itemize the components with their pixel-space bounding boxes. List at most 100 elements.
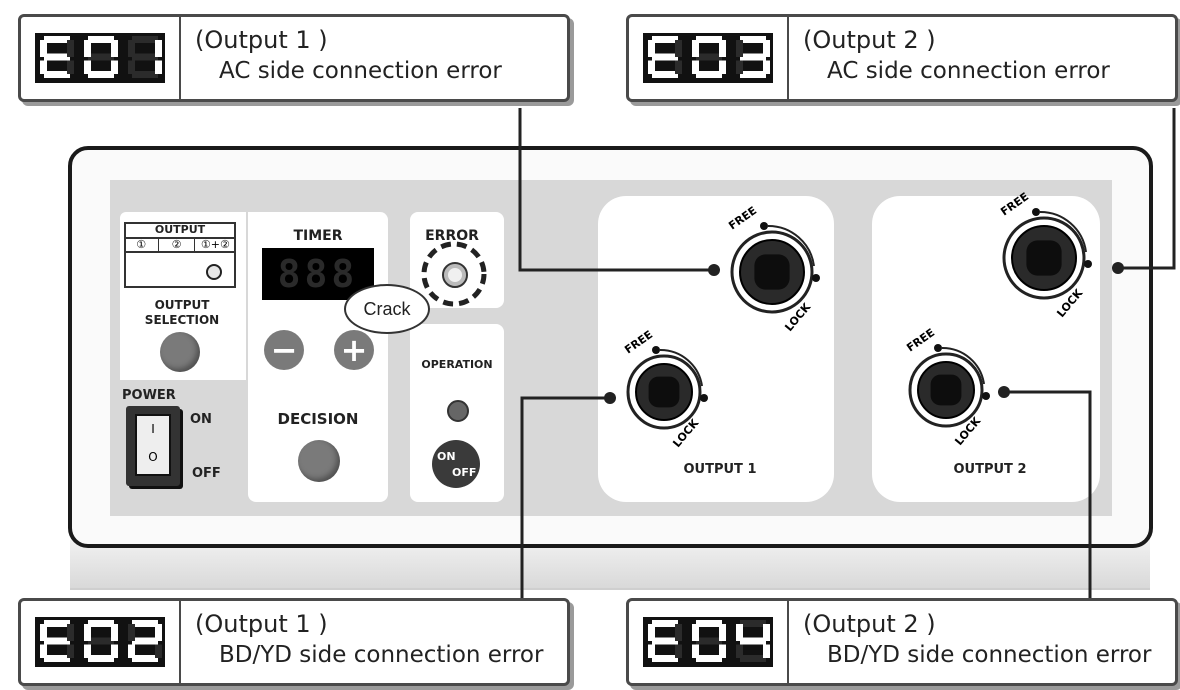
segment-d [44, 71, 70, 78]
rotate-arrow-icon [1039, 210, 1087, 253]
rotate-arrow-icon [767, 224, 815, 267]
segment-c [675, 60, 682, 74]
segment-f [40, 40, 47, 57]
error-code-e03 [629, 17, 789, 99]
error-label: ERROR [425, 228, 479, 244]
segment-g [88, 637, 114, 645]
power-switch-o: O [148, 450, 158, 464]
segment-f [736, 624, 743, 641]
segment-b [719, 624, 726, 641]
onoff-button[interactable]: ON OFF [432, 440, 480, 488]
segment-d [132, 655, 158, 662]
segment-f [648, 40, 655, 57]
crack-ring [421, 241, 487, 307]
output-opt-2: ② [159, 239, 195, 251]
segment-e [84, 644, 91, 658]
segment-c [719, 60, 726, 74]
decision-button[interactable] [298, 440, 340, 482]
segment-c [719, 644, 726, 658]
rotate-arrow-icon [659, 348, 703, 387]
free-label: FREE [726, 204, 759, 232]
segment-e [128, 644, 135, 658]
segment-e [692, 644, 699, 658]
error-code-e01 [21, 17, 181, 99]
free-dot [760, 222, 768, 230]
segment-c [111, 60, 118, 74]
callout-e01: (Output 1 ) AC side connection error [18, 14, 570, 102]
callout-e04: (Output 2 ) BD/YD side connection error [626, 598, 1178, 686]
minus-button[interactable]: − [264, 330, 304, 370]
segment-a [696, 620, 722, 627]
segment-b [763, 40, 770, 57]
timer-display-digits: 888 [277, 252, 359, 296]
power-switch[interactable]: I O [126, 406, 180, 486]
segment-b [763, 624, 770, 641]
segment-d [740, 655, 766, 662]
segment-d [740, 71, 766, 78]
segment-c [763, 644, 770, 658]
segment-g [696, 53, 722, 61]
connector-socket [1026, 240, 1062, 276]
segment-g [44, 637, 70, 645]
segment-g [740, 53, 766, 61]
segment-c [675, 644, 682, 658]
segment-d [88, 655, 114, 662]
segment-e [84, 60, 91, 74]
callout-e01-desc: AC side connection error [219, 58, 502, 84]
error-code-e02 [21, 601, 181, 683]
callout-e04-title: (Output 2 ) [803, 610, 936, 638]
segment-a [132, 620, 158, 627]
leader-e02 [520, 396, 610, 598]
onoff-off-text: OFF [452, 466, 477, 479]
segment-c [155, 60, 162, 74]
power-label: POWER [122, 388, 176, 403]
segment-f [128, 624, 135, 641]
segment-d [696, 655, 722, 662]
timer-label: TIMER [293, 228, 343, 244]
segment-f [84, 40, 91, 57]
segment-b [67, 624, 74, 641]
segment-g [88, 53, 114, 61]
operation-label: OPERATION [421, 358, 493, 371]
plus-icon: + [340, 331, 368, 369]
power-switch-i: I [151, 422, 155, 436]
connector-socket [930, 374, 962, 406]
segment-c [67, 60, 74, 74]
segment-a [652, 620, 678, 627]
segment-a [44, 620, 70, 627]
callout-e03: (Output 2 ) AC side connection error [626, 14, 1178, 102]
output-selection-label: OUTPUT SELECTION [144, 298, 220, 327]
segment-f [648, 624, 655, 641]
callout-e03-desc: AC side connection error [827, 58, 1110, 84]
output-opt-1: ① [124, 239, 160, 251]
leader-e03 [1118, 108, 1176, 270]
output-selection-button[interactable] [160, 332, 200, 372]
segment-b [111, 624, 118, 641]
segment-g [652, 637, 678, 645]
segment-e [40, 644, 47, 658]
segment-e [736, 60, 743, 74]
segment-d [44, 655, 70, 662]
segment-f [692, 624, 699, 641]
free-label: FREE [998, 190, 1031, 218]
crack-bubble: Crack [344, 284, 430, 334]
segment-a [88, 36, 114, 43]
segment-b [675, 40, 682, 57]
free-label: FREE [622, 328, 655, 356]
plus-button[interactable]: + [334, 330, 374, 370]
lock-dot [982, 392, 990, 400]
segment-b [155, 624, 162, 641]
error-code-e04 [629, 601, 789, 683]
output1-label: OUTPUT 1 [683, 462, 757, 477]
segment-c [763, 60, 770, 74]
segment-a [44, 36, 70, 43]
segment-e [692, 60, 699, 74]
segment-b [155, 40, 162, 57]
leader-e04 [1004, 390, 1092, 598]
segment-a [740, 36, 766, 43]
callout-e02: (Output 1 ) BD/YD side connection error [18, 598, 570, 686]
